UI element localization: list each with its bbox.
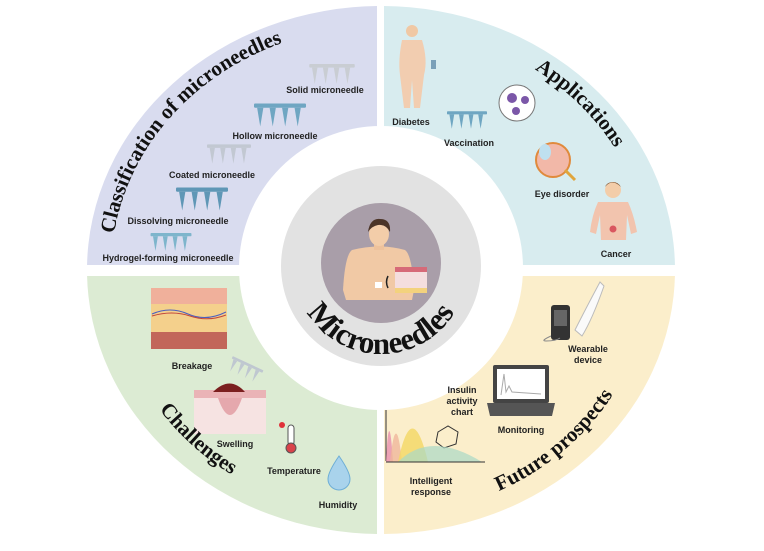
insulin-chart-label: Insulin activity chart xyxy=(446,385,478,417)
breakage-label: Breakage xyxy=(171,361,213,371)
glucose-molecule-icon xyxy=(435,425,459,449)
response-curves-icon xyxy=(385,410,485,463)
diabetes-body-icon xyxy=(399,25,436,108)
cancer-body-icon xyxy=(590,182,637,240)
eye-disorder-label: Eye disorder xyxy=(534,189,590,199)
vaccination-label: Vaccination xyxy=(443,138,495,148)
swelling-skin-icon xyxy=(194,383,266,434)
diabetes-label: Diabetes xyxy=(392,117,430,127)
monitoring-label: Monitoring xyxy=(497,425,545,435)
dissolving-microneedle-label: Dissolving microneedle xyxy=(127,216,229,226)
eye-icon xyxy=(535,142,577,182)
person-with-patch-icon xyxy=(343,218,427,300)
hydrogel-microneedle-label: Hydrogel-forming microneedle xyxy=(102,253,234,263)
temperature-label: Temperature xyxy=(267,466,321,476)
hollow-microneedle-label: Hollow microneedle xyxy=(232,131,318,141)
virus-magnifier-icon xyxy=(498,84,536,122)
humidity-label: Humidity xyxy=(318,500,358,510)
swelling-label: Swelling xyxy=(216,439,254,449)
skin-layers-icon xyxy=(151,288,227,349)
solid-microneedle-label: Solid microneedle xyxy=(286,85,364,95)
wearable-device-label: Wearable device xyxy=(568,344,608,365)
water-drop-icon xyxy=(327,455,351,491)
coated-microneedle-label: Coated microneedle xyxy=(168,170,256,180)
thermometer-icon xyxy=(279,422,297,454)
laptop-icon xyxy=(487,365,555,416)
intelligent-response-label: Intelligent response xyxy=(409,476,453,497)
cancer-label: Cancer xyxy=(600,249,632,259)
wearable-device-icon xyxy=(543,281,605,342)
